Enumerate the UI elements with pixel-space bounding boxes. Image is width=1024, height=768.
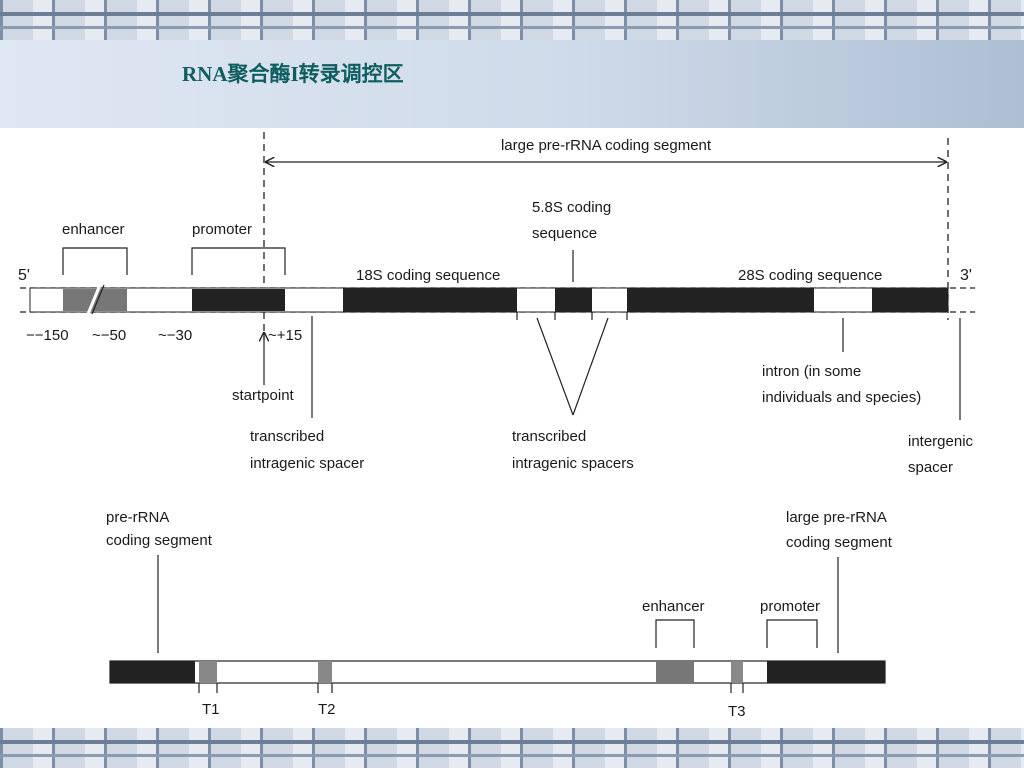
pos-p15: ~+15 (268, 327, 302, 344)
slide-header (0, 40, 1024, 128)
t2-label: T2 (318, 701, 336, 718)
intergenic-line2: spacer (908, 459, 953, 476)
bottom-decorative-band (0, 728, 1024, 768)
end5-label: 5' (18, 267, 30, 284)
large-line2: coding segment (786, 534, 893, 551)
t1-label: T1 (202, 701, 220, 718)
enhancer-label: enhancer (62, 221, 125, 238)
promoter-block (192, 289, 285, 311)
top-decorative-band (0, 0, 1024, 40)
tis2-line1: transcribed (512, 428, 586, 445)
pos-m50: ~−50 (92, 327, 126, 344)
label-58s-line2: sequence (532, 225, 597, 242)
t3-label: T3 (728, 703, 746, 720)
block-28s-a (627, 288, 814, 312)
large-line1: large pre-rRNA (786, 509, 887, 526)
enhancer-bracket (62, 247, 128, 275)
intron-line2: individuals and species) (762, 389, 921, 406)
label-58s-line1: 5.8S coding (532, 199, 611, 216)
t2-block (318, 661, 332, 683)
promoter-label: promoter (192, 221, 252, 238)
block-58s (555, 288, 592, 312)
bottom-enhancer-bracket (655, 619, 695, 648)
tis-line2: intragenic spacer (250, 455, 364, 472)
pos-m150: −−150 (26, 327, 69, 344)
spacer-pointer-right (572, 317, 609, 416)
bottom-enhancer-block (656, 661, 694, 683)
bottom-promoter-label: promoter (760, 598, 820, 615)
segment-label: large pre-rRNA coding segment (501, 137, 712, 154)
block-18s (343, 288, 517, 312)
pre-line2: coding segment (106, 532, 213, 549)
slide-title: RNA聚合酶I转录调控区 (182, 62, 404, 86)
tis-line1: transcribed (250, 428, 324, 445)
top-gene-map: large pre-rRNA coding segment 5' 3' enha… (18, 132, 975, 476)
bottom-gene-map: T1 T2 T3 pre-rRNA coding segment enhance… (106, 509, 893, 720)
intergenic-line1: intergenic (908, 433, 974, 450)
pos-m30: ~−30 (158, 327, 192, 344)
tis2-line2: intragenic spacers (512, 455, 634, 472)
diagram-panel: large pre-rRNA coding segment 5' 3' enha… (0, 128, 1024, 728)
break-mark-line (91, 284, 105, 315)
bottom-promoter-bracket (766, 619, 818, 648)
t3-block (731, 661, 743, 683)
bottom-enhancer-label: enhancer (642, 598, 705, 615)
label-18s: 18S coding sequence (356, 267, 500, 284)
end3-label: 3' (960, 267, 972, 284)
startpoint-label: startpoint (232, 387, 295, 404)
bottom-coding-left (110, 661, 195, 683)
bottom-promoter-coding-block (767, 661, 885, 683)
block-28s-b (872, 288, 948, 312)
label-28s: 28S coding sequence (738, 267, 882, 284)
t1-block (199, 661, 217, 683)
promoter-bracket (191, 247, 286, 275)
break-mark (86, 284, 102, 315)
spacer-pointer-left (536, 317, 574, 416)
rrna-diagram: large pre-rRNA coding segment 5' 3' enha… (18, 132, 975, 720)
intron-line1: intron (in some (762, 363, 861, 380)
pre-line1: pre-rRNA (106, 509, 169, 526)
